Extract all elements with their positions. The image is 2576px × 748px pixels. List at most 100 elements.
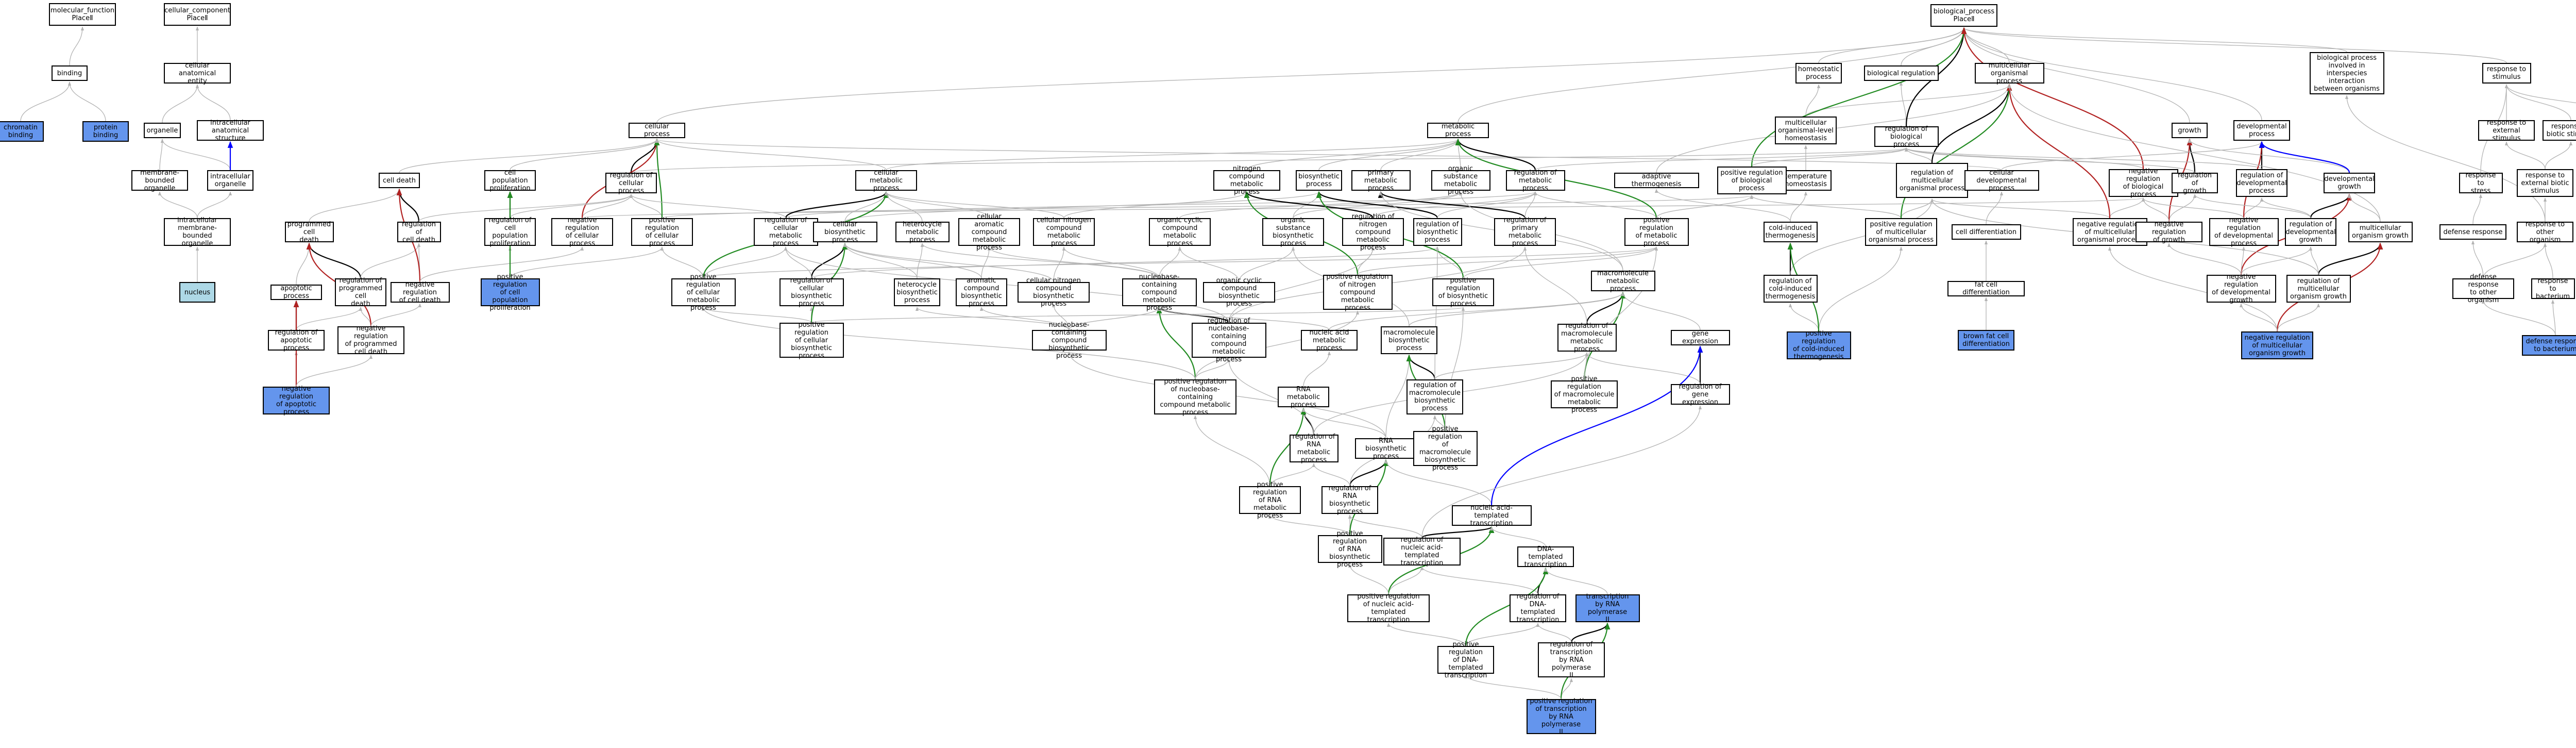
go-term-node: membrane-bounded organelle — [131, 169, 188, 192]
relation-edge — [981, 246, 991, 279]
go-term-node: intracellular organelle — [207, 170, 253, 191]
go-term-node: organic substance metabolic process — [1431, 165, 1490, 196]
go-term-node: growth — [2172, 123, 2208, 138]
go-term-node: heterocycle biosynthetic process — [894, 278, 940, 306]
go-term-node: cellular biosynthetic process — [812, 221, 877, 244]
relation-edge — [159, 139, 164, 171]
relation-edge — [1348, 563, 1389, 595]
go-term-node: RNA biosynthetic process — [1355, 437, 1417, 460]
relation-edge — [915, 307, 1070, 330]
go-term-node: transcription by RNA polymerase II — [1575, 593, 1640, 624]
relation-edge — [418, 194, 633, 222]
go-term-node: negative regulation of cellular process — [551, 217, 613, 247]
relation-edge — [630, 138, 660, 173]
go-term-node: positive regulation of biosynthetic proc… — [1432, 277, 1494, 308]
go-term-node: regulation of cell death — [397, 221, 441, 244]
go-term-node: response to external stimulus — [2478, 119, 2535, 142]
relation-edge — [1386, 623, 1466, 646]
go-term-node: biological process involved in interspec… — [2309, 52, 2384, 94]
relation-edge — [510, 139, 659, 171]
relation-edge — [1437, 191, 1537, 219]
go-term-node: nucleobase-containing compound metabolic… — [1122, 273, 1197, 312]
relation-edge — [1962, 27, 2190, 123]
go-term-node: response to biotic stimulus — [2543, 120, 2576, 141]
relation-edge — [920, 243, 1160, 279]
relation-edge — [1818, 246, 1903, 332]
relation-edge — [1750, 195, 1902, 219]
go-term-node: negative regulation of multicellular org… — [2072, 218, 2147, 246]
go-term-node: regulation of programmed cell death — [335, 277, 386, 308]
relation-edge — [1535, 147, 1908, 171]
go-term-node: developmental process — [2233, 120, 2290, 141]
go-term-node: nucleic acid metabolic process — [1301, 329, 1358, 352]
go-term-node: molecular_function PlaceⅡ — [49, 3, 116, 26]
relation-edge — [1178, 246, 1240, 282]
relation-edge — [884, 191, 923, 222]
go-term-node: regulation of developmental growth — [2285, 218, 2336, 246]
relation-edge — [1930, 198, 2110, 219]
go-term-node: chromatin binding — [0, 121, 44, 142]
relation-edge — [785, 191, 889, 219]
relation-edge — [1465, 623, 1540, 646]
relation-edge — [1269, 463, 1316, 487]
relation-edge — [843, 243, 918, 279]
go-term-node: positive regulation of nitrogen compound… — [1323, 273, 1393, 312]
go-term-node: brown fat cell differentiation — [1958, 330, 2014, 351]
relation-edge — [2345, 95, 2546, 222]
go-term-node: regulation of RNA metabolic process — [1289, 433, 1338, 464]
relation-edge — [1805, 84, 1821, 117]
relation-edge — [884, 191, 1064, 219]
relation-edge — [660, 246, 704, 279]
go-term-node: DNA-templated transcription — [1517, 545, 1574, 569]
relation-edge — [811, 307, 1465, 323]
relation-edge — [1195, 310, 1360, 380]
relation-edge — [1385, 355, 1411, 439]
relation-edge — [162, 84, 199, 123]
relation-edge — [1246, 139, 1460, 171]
go-term-node: negative regulation of cell death — [390, 281, 450, 304]
go-term-node: regulation of metabolic process — [1505, 169, 1565, 192]
relation-edge — [582, 197, 2145, 219]
relation-edge — [2543, 243, 2553, 279]
relation-edge — [306, 242, 362, 279]
go-term-node: protein binding — [82, 121, 129, 142]
go-term-node: cellular nitrogen compound metabolic pro… — [1033, 217, 1095, 247]
relation-edge — [197, 191, 232, 219]
relation-edge — [1388, 566, 1424, 595]
relation-edge — [360, 243, 421, 279]
relation-edge — [1228, 246, 1375, 323]
relation-edge — [1357, 246, 1658, 275]
relation-edge — [1301, 408, 1386, 439]
relation-edge — [1805, 84, 2011, 117]
relation-edge — [1751, 147, 1908, 167]
relation-edge — [158, 191, 198, 219]
relation-edge — [2260, 197, 2311, 219]
go-term-node: response to stimulus — [2482, 63, 2531, 84]
relation-edge — [2141, 197, 2170, 222]
go-term-node: macromolecule metabolic process — [1590, 270, 1655, 293]
relation-edge — [1464, 674, 1562, 700]
go-term-node: regulation of multicellular organism gro… — [2286, 275, 2351, 303]
go-term-node: regulation of RNA biosynthetic process — [1321, 485, 1378, 516]
go-term-node: intracellular anatomical structure — [197, 119, 264, 142]
relation-edge — [2309, 246, 2319, 275]
go-term-node: cellular aromatic compound metabolic pro… — [958, 213, 1020, 252]
relation-edge — [703, 246, 1658, 279]
relation-edge — [2006, 84, 2111, 219]
go-term-node: cell population proliferation — [484, 169, 536, 192]
relation-edge — [2551, 300, 2556, 336]
go-term-node: positive regulation of cell population p… — [480, 273, 540, 312]
go-term-node: fat cell differentiation — [1947, 281, 2025, 296]
relation-edge — [1962, 27, 2262, 121]
go-term-node: cellular metabolic process — [855, 169, 917, 192]
relation-edge — [296, 307, 363, 330]
relation-edge — [1489, 526, 1546, 547]
relation-edge — [1656, 195, 1754, 219]
relation-edge — [309, 189, 401, 222]
relation-edge — [1790, 198, 1934, 275]
relation-edge — [2481, 300, 2556, 336]
go-term-node: metabolic process — [1427, 123, 1489, 138]
relation-edge — [1962, 27, 2507, 63]
relation-edge — [160, 139, 231, 171]
go-term-node: defense response to bacterium — [2522, 335, 2576, 356]
